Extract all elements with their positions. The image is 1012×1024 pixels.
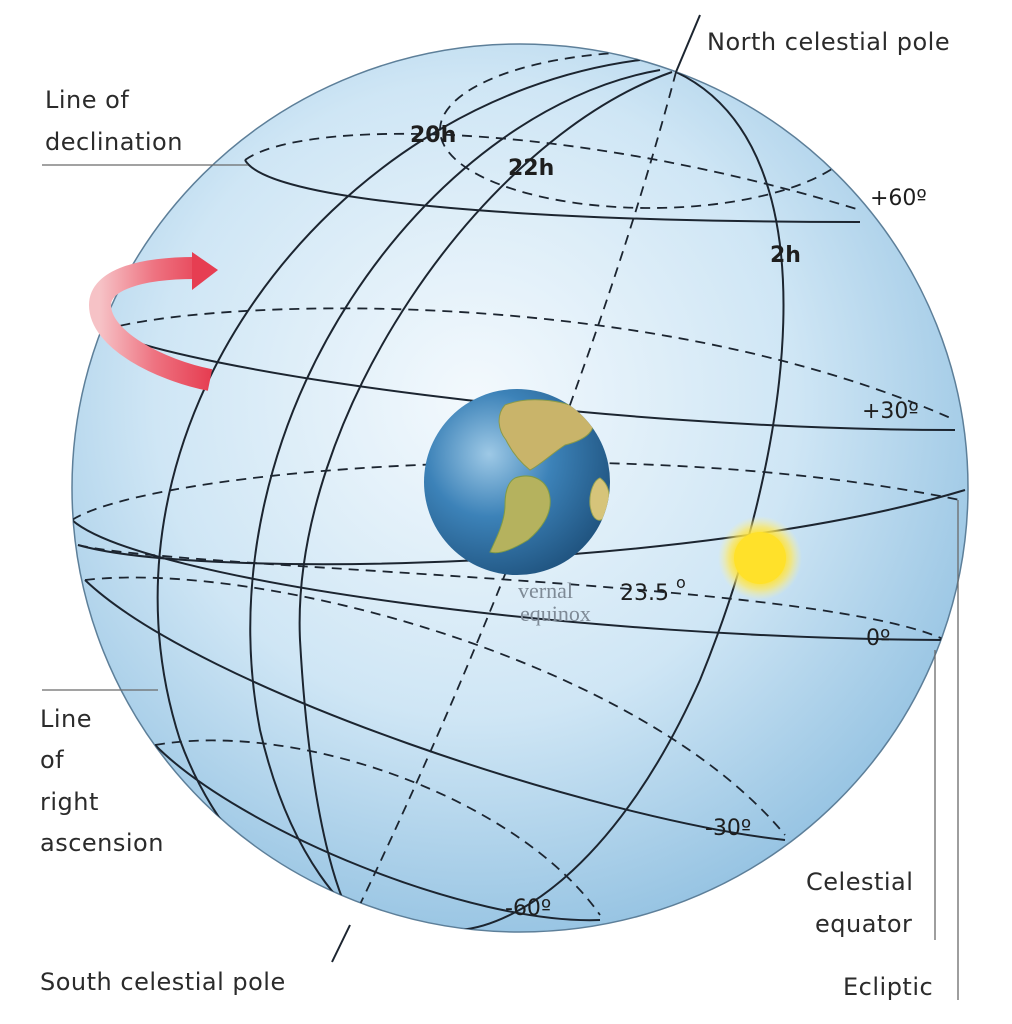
meridian-left (249, 69, 661, 931)
declination-minus30-back (84, 576, 786, 836)
declination-label-plus60: +60º (870, 186, 927, 211)
north-pole-label: North celestial pole (707, 28, 950, 56)
tilt-degree-symbol: o (676, 573, 686, 592)
ecliptic-label: Ecliptic (843, 973, 933, 1001)
south-america-landmass (489, 475, 551, 554)
celestial-equator-front (72, 519, 961, 641)
declination-label-minus30: -30º (705, 816, 751, 841)
ra-label-4: ascension (40, 829, 164, 857)
south-pole-label: South celestial pole (40, 968, 286, 996)
hour-label-2h: 2h (770, 243, 801, 268)
declination-minus30-front (84, 579, 786, 841)
meridian-right (459, 71, 785, 931)
declination-label-0: 0º (866, 626, 890, 651)
tilt-angle-label: 23.5 (620, 581, 669, 606)
hour-label-22h: 22h (508, 156, 554, 181)
declination-label-minus60: -60º (505, 896, 551, 921)
declination-plus60-front (244, 159, 861, 223)
declination-plus30-back (103, 307, 956, 421)
declination-plus60-back (244, 132, 861, 211)
equator-label-1: Celestial (806, 868, 913, 896)
declination-label-plus30: +30º (862, 399, 919, 424)
earth (424, 389, 610, 575)
vernal-label-1: vernal (518, 578, 573, 603)
equator-label-2: equator (815, 910, 912, 938)
africa-landmass (589, 477, 610, 521)
south-pole-axis (331, 924, 351, 963)
celestial-equator-back (72, 461, 961, 521)
north-pole-axis (675, 14, 701, 73)
meridian-center (298, 71, 673, 931)
declination-plus30-front (103, 329, 956, 431)
hour-label-20h: 20h (410, 123, 456, 148)
declination-label-1: Line of (45, 86, 129, 114)
vernal-label-2: equinox (520, 601, 591, 626)
declination-label-2: declination (45, 128, 183, 156)
rotation-arrow-icon (88, 252, 218, 391)
ra-label-1: Line (40, 705, 92, 733)
ra-label-3: right (40, 788, 99, 816)
ra-label-2: of (40, 746, 64, 774)
